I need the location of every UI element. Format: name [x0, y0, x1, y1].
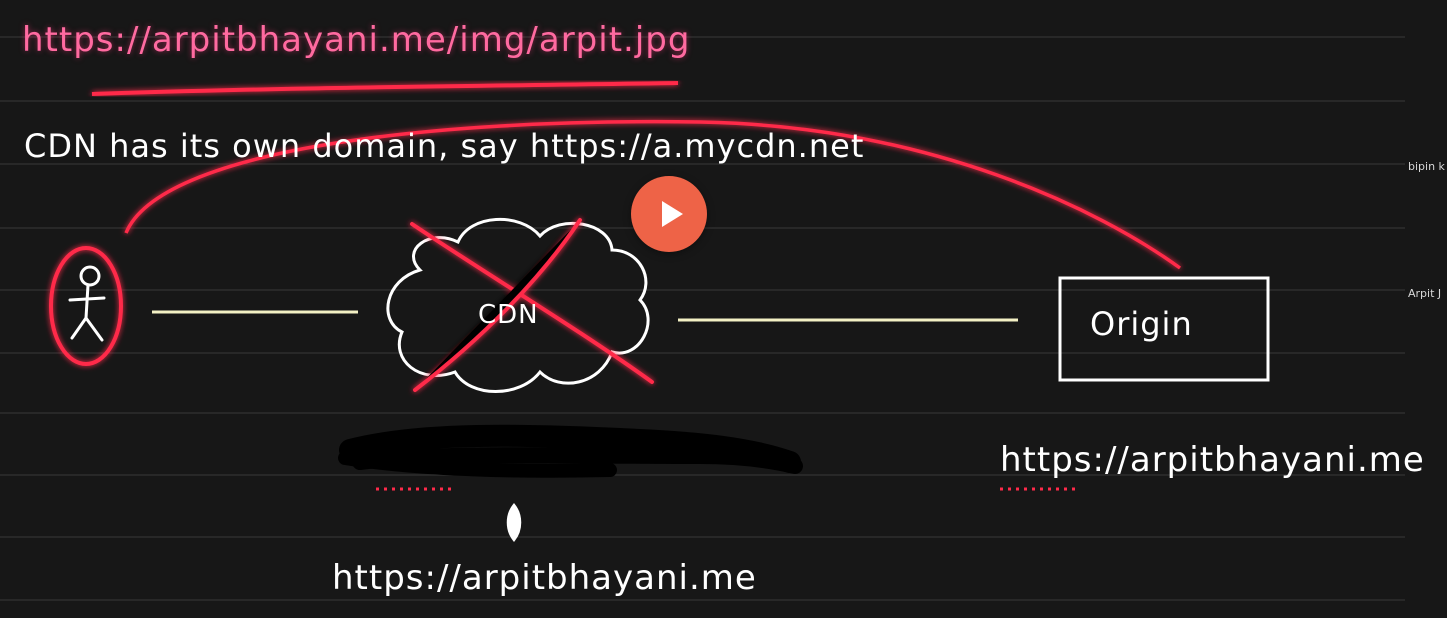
participant-name-2: Arpit J [1408, 287, 1442, 300]
bottom-url-text: https://arpitbhayani.me [332, 558, 757, 598]
user-icon [68, 265, 106, 342]
down-mark [506, 502, 522, 543]
play-button[interactable] [631, 176, 707, 252]
origin-label: Origin [1090, 305, 1193, 343]
request-arc [124, 119, 1182, 270]
origin-box [1058, 276, 1270, 382]
cdn-crossed-out [410, 218, 654, 392]
cdn-statement-text: CDN has its own domain, say https://a.my… [24, 127, 865, 165]
scribbled-out-text [338, 424, 803, 478]
origin-url-text: https://arpitbhayani.me [1000, 440, 1425, 480]
cdn-cloud [386, 217, 650, 393]
cdn-label: CDN [478, 300, 539, 330]
user-circle [49, 246, 123, 366]
play-icon [661, 201, 683, 227]
top-url-underline [91, 81, 679, 96]
top-url-text: https://arpitbhayani.me/img/arpit.jpg [22, 20, 691, 60]
participant-name-1: bipin k [1408, 160, 1445, 173]
